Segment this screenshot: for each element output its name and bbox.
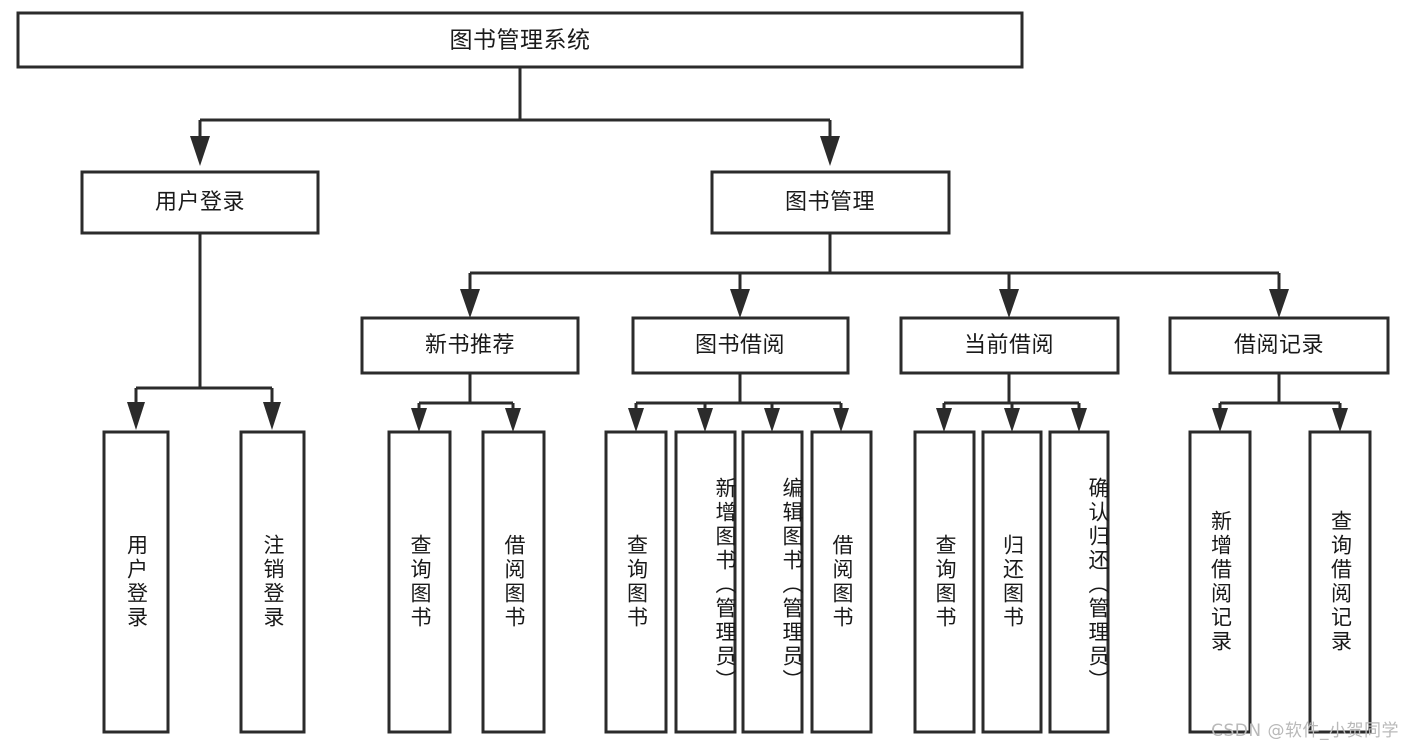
node-borrow-record-label: 借阅记录 — [1234, 333, 1324, 358]
node-current-borrow[interactable]: 当前借阅 — [899, 316, 1120, 375]
node-leaf-user-login-box[interactable] — [102, 430, 170, 734]
arrowhead-leaf-edit-book — [764, 408, 780, 432]
arrowhead-leaf-query-record — [1332, 408, 1348, 432]
arrowhead-leaf-return-book — [1004, 408, 1020, 432]
arrowhead-book-borrow — [730, 289, 750, 318]
node-root[interactable]: 图书管理系统 — [16, 11, 1024, 69]
node-leaf-query-record-box[interactable] — [1308, 430, 1372, 734]
arrowhead-leaf-query-book-bb — [628, 408, 644, 432]
node-leaf-logout-box[interactable] — [239, 430, 306, 734]
node-borrow-record[interactable]: 借阅记录 — [1168, 316, 1390, 375]
arrowhead-leaf-logout — [263, 402, 281, 430]
node-book-manage-box[interactable] — [710, 170, 951, 235]
arrowhead-new-book-rec — [460, 289, 480, 318]
connector-group-borrow-record — [1212, 373, 1348, 432]
connector-group-book-borrow — [628, 373, 849, 432]
arrowhead-user-login — [190, 136, 210, 166]
node-leaf-query-book-rec-box[interactable] — [387, 430, 452, 734]
node-book-borrow-label: 图书借阅 — [695, 333, 785, 358]
node-leaf-add-record-box[interactable] — [1188, 430, 1252, 734]
node-root-box[interactable] — [16, 11, 1024, 69]
arrowhead-leaf-query-book-cb — [936, 408, 952, 432]
node-book-manage-label: 图书管理 — [785, 190, 875, 215]
arrowhead-leaf-add-book — [697, 408, 713, 432]
arrowhead-leaf-borrow-book-rec — [505, 408, 521, 432]
arrowhead-current-borrow — [999, 289, 1019, 318]
node-leaf-edit-book-box[interactable] — [741, 430, 804, 734]
node-book-borrow-box[interactable] — [631, 316, 850, 375]
node-borrow-record-box[interactable] — [1168, 316, 1390, 375]
node-new-book-rec-label: 新书推荐 — [425, 333, 515, 358]
node-book-borrow[interactable]: 图书借阅 — [631, 316, 850, 375]
node-user-login[interactable]: 用户登录 — [80, 170, 320, 235]
csdn-watermark: CSDN @软件_小贺同学 — [1211, 721, 1399, 741]
node-leaf-borrow-book-rec-box[interactable] — [481, 430, 546, 734]
node-current-borrow-label: 当前借阅 — [964, 333, 1054, 358]
connector-group-current-borrow — [936, 373, 1087, 432]
arrowhead-leaf-user-login — [127, 402, 145, 430]
node-root-label: 图书管理系统 — [450, 28, 591, 54]
node-user-login-label: 用户登录 — [155, 190, 245, 215]
node-new-book-rec-box[interactable] — [360, 316, 580, 375]
connector-group-root — [190, 67, 840, 166]
node-leaf-return-book-box[interactable] — [981, 430, 1043, 734]
node-leaf-confirm-return-box[interactable] — [1048, 430, 1110, 734]
node-current-borrow-box[interactable] — [899, 316, 1120, 375]
arrowhead-leaf-add-record — [1212, 408, 1228, 432]
arrowhead-borrow-record — [1269, 289, 1289, 318]
node-leaf-borrow-book-bb-box[interactable] — [810, 430, 873, 734]
node-leaf-query-book-cb-box[interactable] — [913, 430, 976, 734]
node-leaf-add-book-box[interactable] — [674, 430, 737, 734]
arrowhead-leaf-borrow-book-bb — [833, 408, 849, 432]
node-user-login-box[interactable] — [80, 170, 320, 235]
connector-group-user-login — [127, 233, 281, 430]
arrowhead-leaf-query-book-rec — [411, 408, 427, 432]
connector-group-book-manage — [460, 233, 1289, 318]
connector-group-new-book-rec — [411, 373, 521, 432]
node-leaf-query-book-bb-box[interactable] — [604, 430, 668, 734]
arrowhead-book-manage — [820, 136, 840, 166]
node-book-manage[interactable]: 图书管理 — [710, 170, 951, 235]
node-new-book-rec[interactable]: 新书推荐 — [360, 316, 580, 375]
arrowhead-leaf-confirm-return — [1071, 408, 1087, 432]
